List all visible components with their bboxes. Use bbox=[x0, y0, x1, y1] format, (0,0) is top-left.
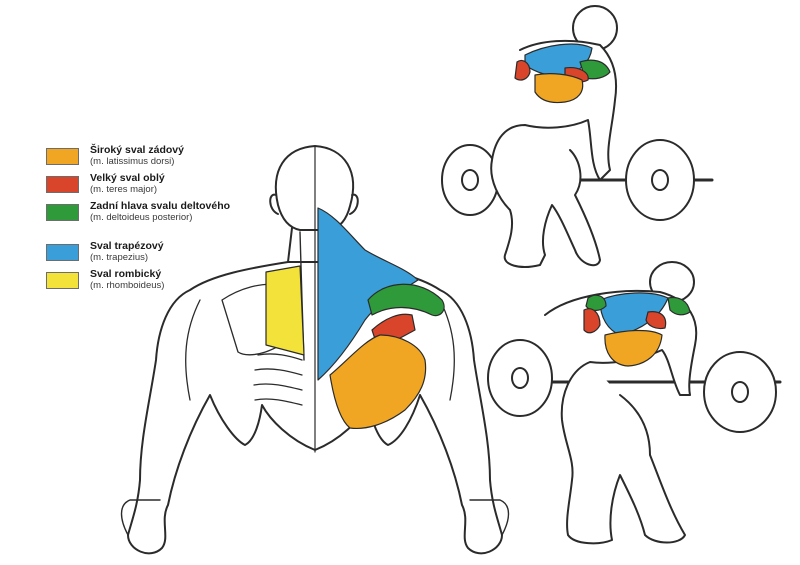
legend-latin: (m. latissimus dorsi) bbox=[90, 156, 175, 167]
legend-name: Sval trapézový bbox=[90, 240, 164, 252]
upper-rowing-figure bbox=[441, 5, 714, 268]
back-view-muscles bbox=[265, 207, 445, 430]
legend-item-trapezius: Sval trapézový (m. trapezius) bbox=[46, 241, 246, 269]
trapezius-region bbox=[317, 207, 419, 381]
legend-item-rhomboid: Sval rombický (m. rhomboideus) bbox=[46, 269, 246, 297]
muscle-legend: Široký sval zádový (m. latissimus dorsi)… bbox=[46, 145, 246, 297]
legend-item-teres: Velký sval oblý (m. teres major) bbox=[46, 173, 246, 201]
legend-name: Zadní hlava svalu deltového bbox=[90, 200, 231, 212]
swatch-latissimus bbox=[46, 148, 79, 165]
swatch-deltoid bbox=[46, 204, 79, 221]
legend-latin: (m. deltoideus posterior) bbox=[90, 212, 193, 223]
latissimus-region bbox=[329, 334, 427, 430]
swatch-rhomboid bbox=[46, 272, 79, 289]
legend-name: Sval rombický bbox=[90, 268, 162, 280]
legend-item-latissimus: Široký sval zádový (m. latissimus dorsi) bbox=[46, 145, 246, 173]
legend-latin: (m. trapezius) bbox=[90, 252, 149, 263]
legend-latin: (m. teres major) bbox=[90, 184, 158, 195]
lower-rowing-figure bbox=[487, 261, 782, 545]
swatch-teres bbox=[46, 176, 79, 193]
legend-latin: (m. rhomboideus) bbox=[90, 280, 165, 291]
legend-name: Široký sval zádový bbox=[90, 144, 184, 156]
legend-name: Velký sval oblý bbox=[90, 172, 165, 184]
deltoid-region bbox=[367, 283, 445, 317]
legend-item-deltoid: Zadní hlava svalu deltového (m. deltoide… bbox=[46, 201, 246, 241]
rhomboid-region bbox=[265, 265, 305, 356]
swatch-trapezius bbox=[46, 244, 79, 261]
